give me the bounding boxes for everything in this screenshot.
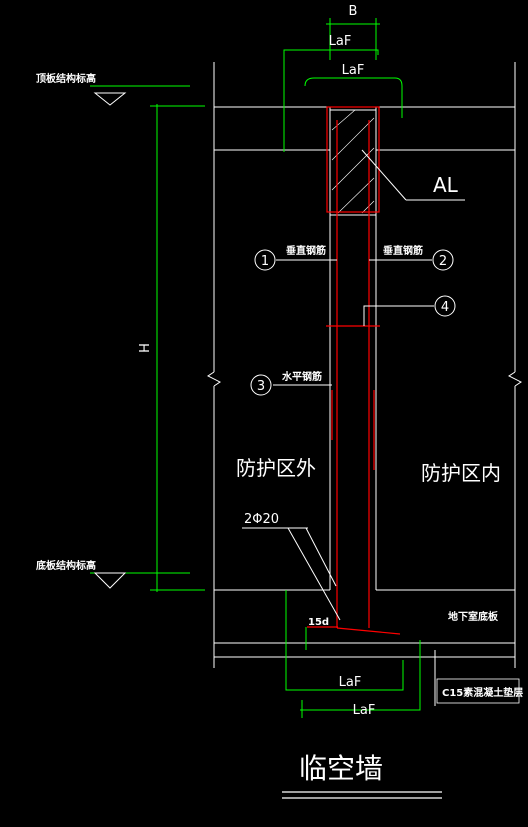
cushion-label: C15素混凝土垫层	[442, 686, 523, 699]
vertical-bar-right-label: 垂直钢筋	[383, 244, 423, 257]
marker-1-label: 1	[261, 254, 269, 269]
dimensions	[90, 18, 421, 718]
inside-zone-label: 防护区内	[421, 461, 501, 485]
rebars	[307, 106, 401, 635]
dim-laf-top2: LaF	[342, 63, 365, 78]
dim-laf-top1: LaF	[329, 34, 352, 49]
dim-laf-bot1: LaF	[339, 675, 362, 690]
marker-2	[432, 249, 454, 271]
drawing-title: 临空墙	[299, 752, 383, 785]
basement-slab-label: 地下室底板	[448, 610, 499, 623]
marker-2-label: 2	[439, 254, 447, 269]
vertical-bar-left-label: 垂直钢筋	[286, 244, 326, 257]
structure-outline	[207, 62, 522, 706]
level-markers	[93, 92, 127, 589]
bottom-level-label: 底板结构标高	[36, 559, 96, 572]
beam-al-label: AL	[433, 173, 459, 197]
rebar-spec-label: 2Φ20	[244, 512, 279, 527]
marker-1	[254, 249, 276, 271]
outside-zone-label: 防护区外	[236, 456, 316, 480]
dim-b-label: B	[349, 4, 358, 19]
marker-4	[434, 295, 456, 317]
dim-h-label: H	[135, 343, 150, 353]
cushion-box	[436, 678, 520, 704]
marker-4-label: 4	[441, 300, 449, 315]
top-level-label: 顶板结构标高	[36, 72, 96, 85]
horizontal-bar-label: 水平钢筋	[281, 370, 322, 383]
marker-circles	[250, 249, 456, 396]
marker-3	[250, 374, 272, 396]
leaders	[242, 149, 465, 621]
marker-3-label: 3	[257, 379, 265, 394]
anchor-15d-label: 15d	[308, 617, 329, 628]
dim-laf-bot2: LaF	[353, 703, 376, 718]
beam-al	[329, 109, 377, 216]
